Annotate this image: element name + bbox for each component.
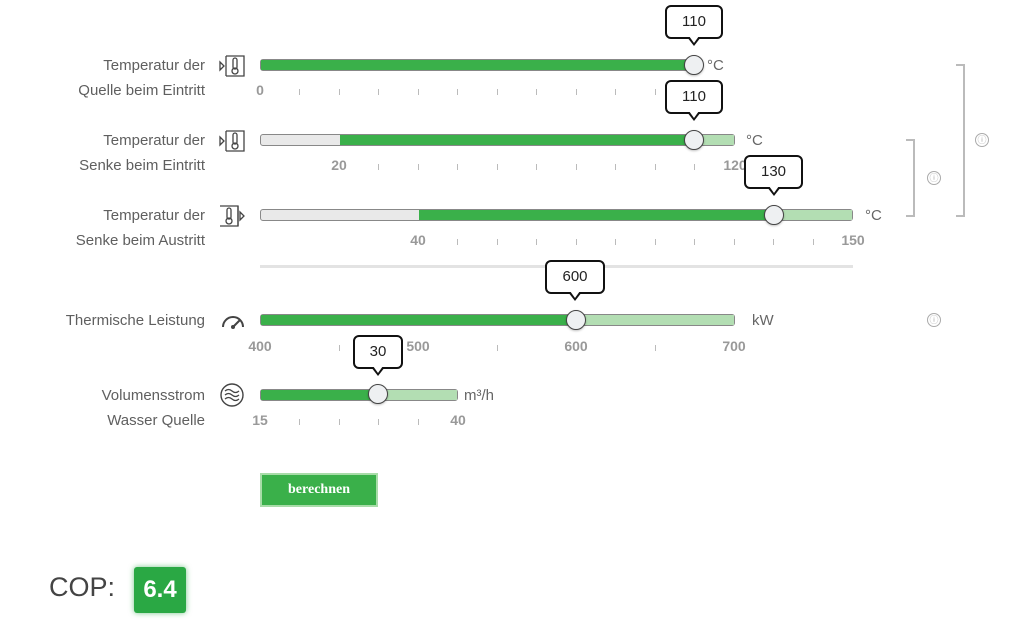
- slider-sink-outlet-unit: °C: [865, 207, 882, 224]
- slider-sink-inlet-track[interactable]: [260, 134, 735, 146]
- tick-mark: [339, 89, 340, 95]
- tick-mark: [813, 239, 814, 245]
- slider-sink-inlet-handle[interactable]: [684, 130, 704, 150]
- tick-mark: [378, 89, 379, 95]
- label-sink-outlet-line2: Senke beim Austritt: [75, 232, 205, 249]
- tick-mark: [615, 89, 616, 95]
- tick-mark: [339, 419, 340, 425]
- tick-mark: [378, 419, 379, 425]
- label-flow-line2: Wasser Quelle: [107, 412, 205, 429]
- tick-mark: [536, 239, 537, 245]
- calculate-button[interactable]: berechnen: [260, 473, 378, 507]
- tick-label: 400: [248, 338, 272, 354]
- tick-mark: [694, 239, 695, 245]
- slider-thermal-power-handle[interactable]: [566, 310, 586, 330]
- tick-mark: [418, 89, 419, 95]
- thermometer-outlet-icon: [220, 205, 245, 227]
- tick-mark: [299, 89, 300, 95]
- tick-mark: [497, 164, 498, 170]
- info-icon[interactable]: ⓘ: [927, 313, 941, 327]
- label-source-inlet-line1: Temperatur der: [103, 57, 205, 74]
- slider-flow-value-bubble: 30: [353, 335, 403, 376]
- tick-mark: [576, 239, 577, 245]
- cop-label: COP:: [49, 572, 116, 602]
- tick-label: 120: [723, 157, 747, 173]
- tick-mark: [536, 164, 537, 170]
- tick-mark: [655, 89, 656, 95]
- tick-mark: [655, 239, 656, 245]
- tick-label: 40: [450, 412, 466, 428]
- tick-mark: [418, 164, 419, 170]
- tick-mark: [734, 239, 735, 245]
- slider-flow-handle[interactable]: [368, 384, 388, 404]
- label-flow-line1: Volumensstrom: [101, 387, 205, 404]
- slider-thermal-power-track[interactable]: [260, 314, 735, 326]
- tick-mark: [615, 239, 616, 245]
- tick-mark: [299, 419, 300, 425]
- group-bracket-sink: [906, 139, 915, 217]
- tick-mark: [418, 419, 419, 425]
- tick-mark: [655, 164, 656, 170]
- cop-value-badge: 6.4: [134, 567, 186, 613]
- tick-mark: [497, 345, 498, 351]
- slider-source-inlet-handle[interactable]: [684, 55, 704, 75]
- tick-label: 0: [256, 82, 264, 98]
- slider-source-inlet-unit: °C: [707, 57, 724, 74]
- slider-sink-inlet-unit: °C: [746, 132, 763, 149]
- gauge-icon: [222, 316, 244, 329]
- tick-mark: [576, 89, 577, 95]
- tick-mark: [497, 89, 498, 95]
- slider-sink-outlet-value-bubble: 130: [744, 155, 803, 196]
- slider-flow-track[interactable]: [260, 389, 458, 401]
- label-sink-outlet-line1: Temperatur der: [103, 207, 205, 224]
- tick-mark: [457, 239, 458, 245]
- slider-sink-outlet-handle[interactable]: [764, 205, 784, 225]
- slider-flow-unit: m³/h: [464, 387, 494, 404]
- tick-mark: [536, 89, 537, 95]
- slider-thermal-power-value-bubble: 600: [545, 260, 605, 301]
- tick-mark: [339, 345, 340, 351]
- tick-mark: [655, 345, 656, 351]
- tick-label: 600: [564, 338, 588, 354]
- thermometer-inlet-icon: [219, 130, 245, 152]
- info-icon[interactable]: ⓘ: [927, 171, 941, 185]
- info-icon[interactable]: ⓘ: [975, 133, 989, 147]
- label-thermal-power: Thermische Leistung: [65, 312, 205, 329]
- tick-label: 700: [722, 338, 746, 354]
- tick-label: 40: [410, 232, 426, 248]
- tick-label: 15: [252, 412, 268, 428]
- tick-mark: [457, 89, 458, 95]
- tick-mark: [694, 164, 695, 170]
- tick-mark: [497, 239, 498, 245]
- slider-source-inlet-track[interactable]: [260, 59, 700, 71]
- tick-mark: [457, 164, 458, 170]
- tick-label: 150: [841, 232, 865, 248]
- slider-source-inlet-value-bubble: 110: [665, 5, 723, 46]
- water-icon: [220, 383, 244, 407]
- slider-sink-inlet-value-bubble: 110: [665, 80, 723, 121]
- group-bracket-all: [956, 64, 965, 217]
- tick-label: 20: [331, 157, 347, 173]
- thermometer-inlet-icon: [219, 55, 245, 77]
- tick-mark: [378, 164, 379, 170]
- label-source-inlet-line2: Quelle beim Eintritt: [78, 82, 205, 99]
- slider-thermal-power-unit: kW: [752, 312, 774, 329]
- slider-sink-outlet-track[interactable]: [260, 209, 853, 221]
- tick-label: 500: [406, 338, 430, 354]
- tick-mark: [615, 164, 616, 170]
- tick-mark: [773, 239, 774, 245]
- tick-mark: [576, 164, 577, 170]
- label-sink-inlet-line2: Senke beim Eintritt: [79, 157, 205, 174]
- label-sink-inlet-line1: Temperatur der: [103, 132, 205, 149]
